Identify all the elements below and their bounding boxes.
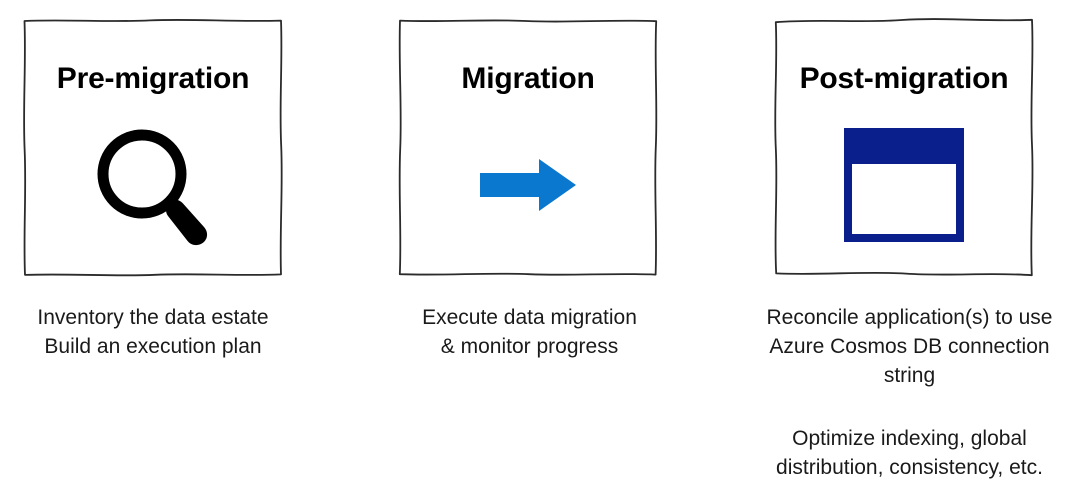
icon-slot-migration (397, 120, 659, 250)
caption-line: Azure Cosmos DB connection (769, 335, 1050, 358)
panel-title-migration: Migration (461, 62, 595, 95)
icon-slot-post-migration (773, 120, 1035, 250)
caption-line: Reconcile application(s) to use (766, 306, 1053, 329)
caption-line: string (883, 364, 936, 387)
panel-pre-migration: Pre-migration (22, 18, 284, 277)
caption-line: & monitor progress (440, 335, 619, 358)
caption-pre-migration: Inventory the data estate Build an execu… (0, 303, 306, 361)
caption-post-migration-secondary: Optimize indexing, global distribution, … (737, 424, 1082, 482)
right-arrow-icon (480, 159, 576, 211)
panel-post-migration: Post-migration (773, 18, 1035, 277)
caption-line: Optimize indexing, global (792, 427, 1027, 450)
application-window-icon (844, 128, 964, 242)
caption-line: distribution, consistency, etc. (776, 456, 1043, 479)
panel-migration: Migration (397, 18, 659, 277)
panel-title-pre-migration: Pre-migration (56, 62, 250, 95)
caption-line: Execute data migration (422, 306, 637, 329)
panel-title-post-migration: Post-migration (799, 62, 1009, 95)
caption-line: Inventory the data estate (37, 306, 269, 329)
caption-line: Build an execution plan (44, 335, 262, 358)
magnifier-icon (97, 129, 208, 246)
caption-migration: Execute data migration & monitor progres… (378, 303, 681, 361)
caption-post-migration: Reconcile application(s) to use Azure Co… (737, 303, 1082, 390)
icon-slot-pre-migration (22, 120, 284, 250)
